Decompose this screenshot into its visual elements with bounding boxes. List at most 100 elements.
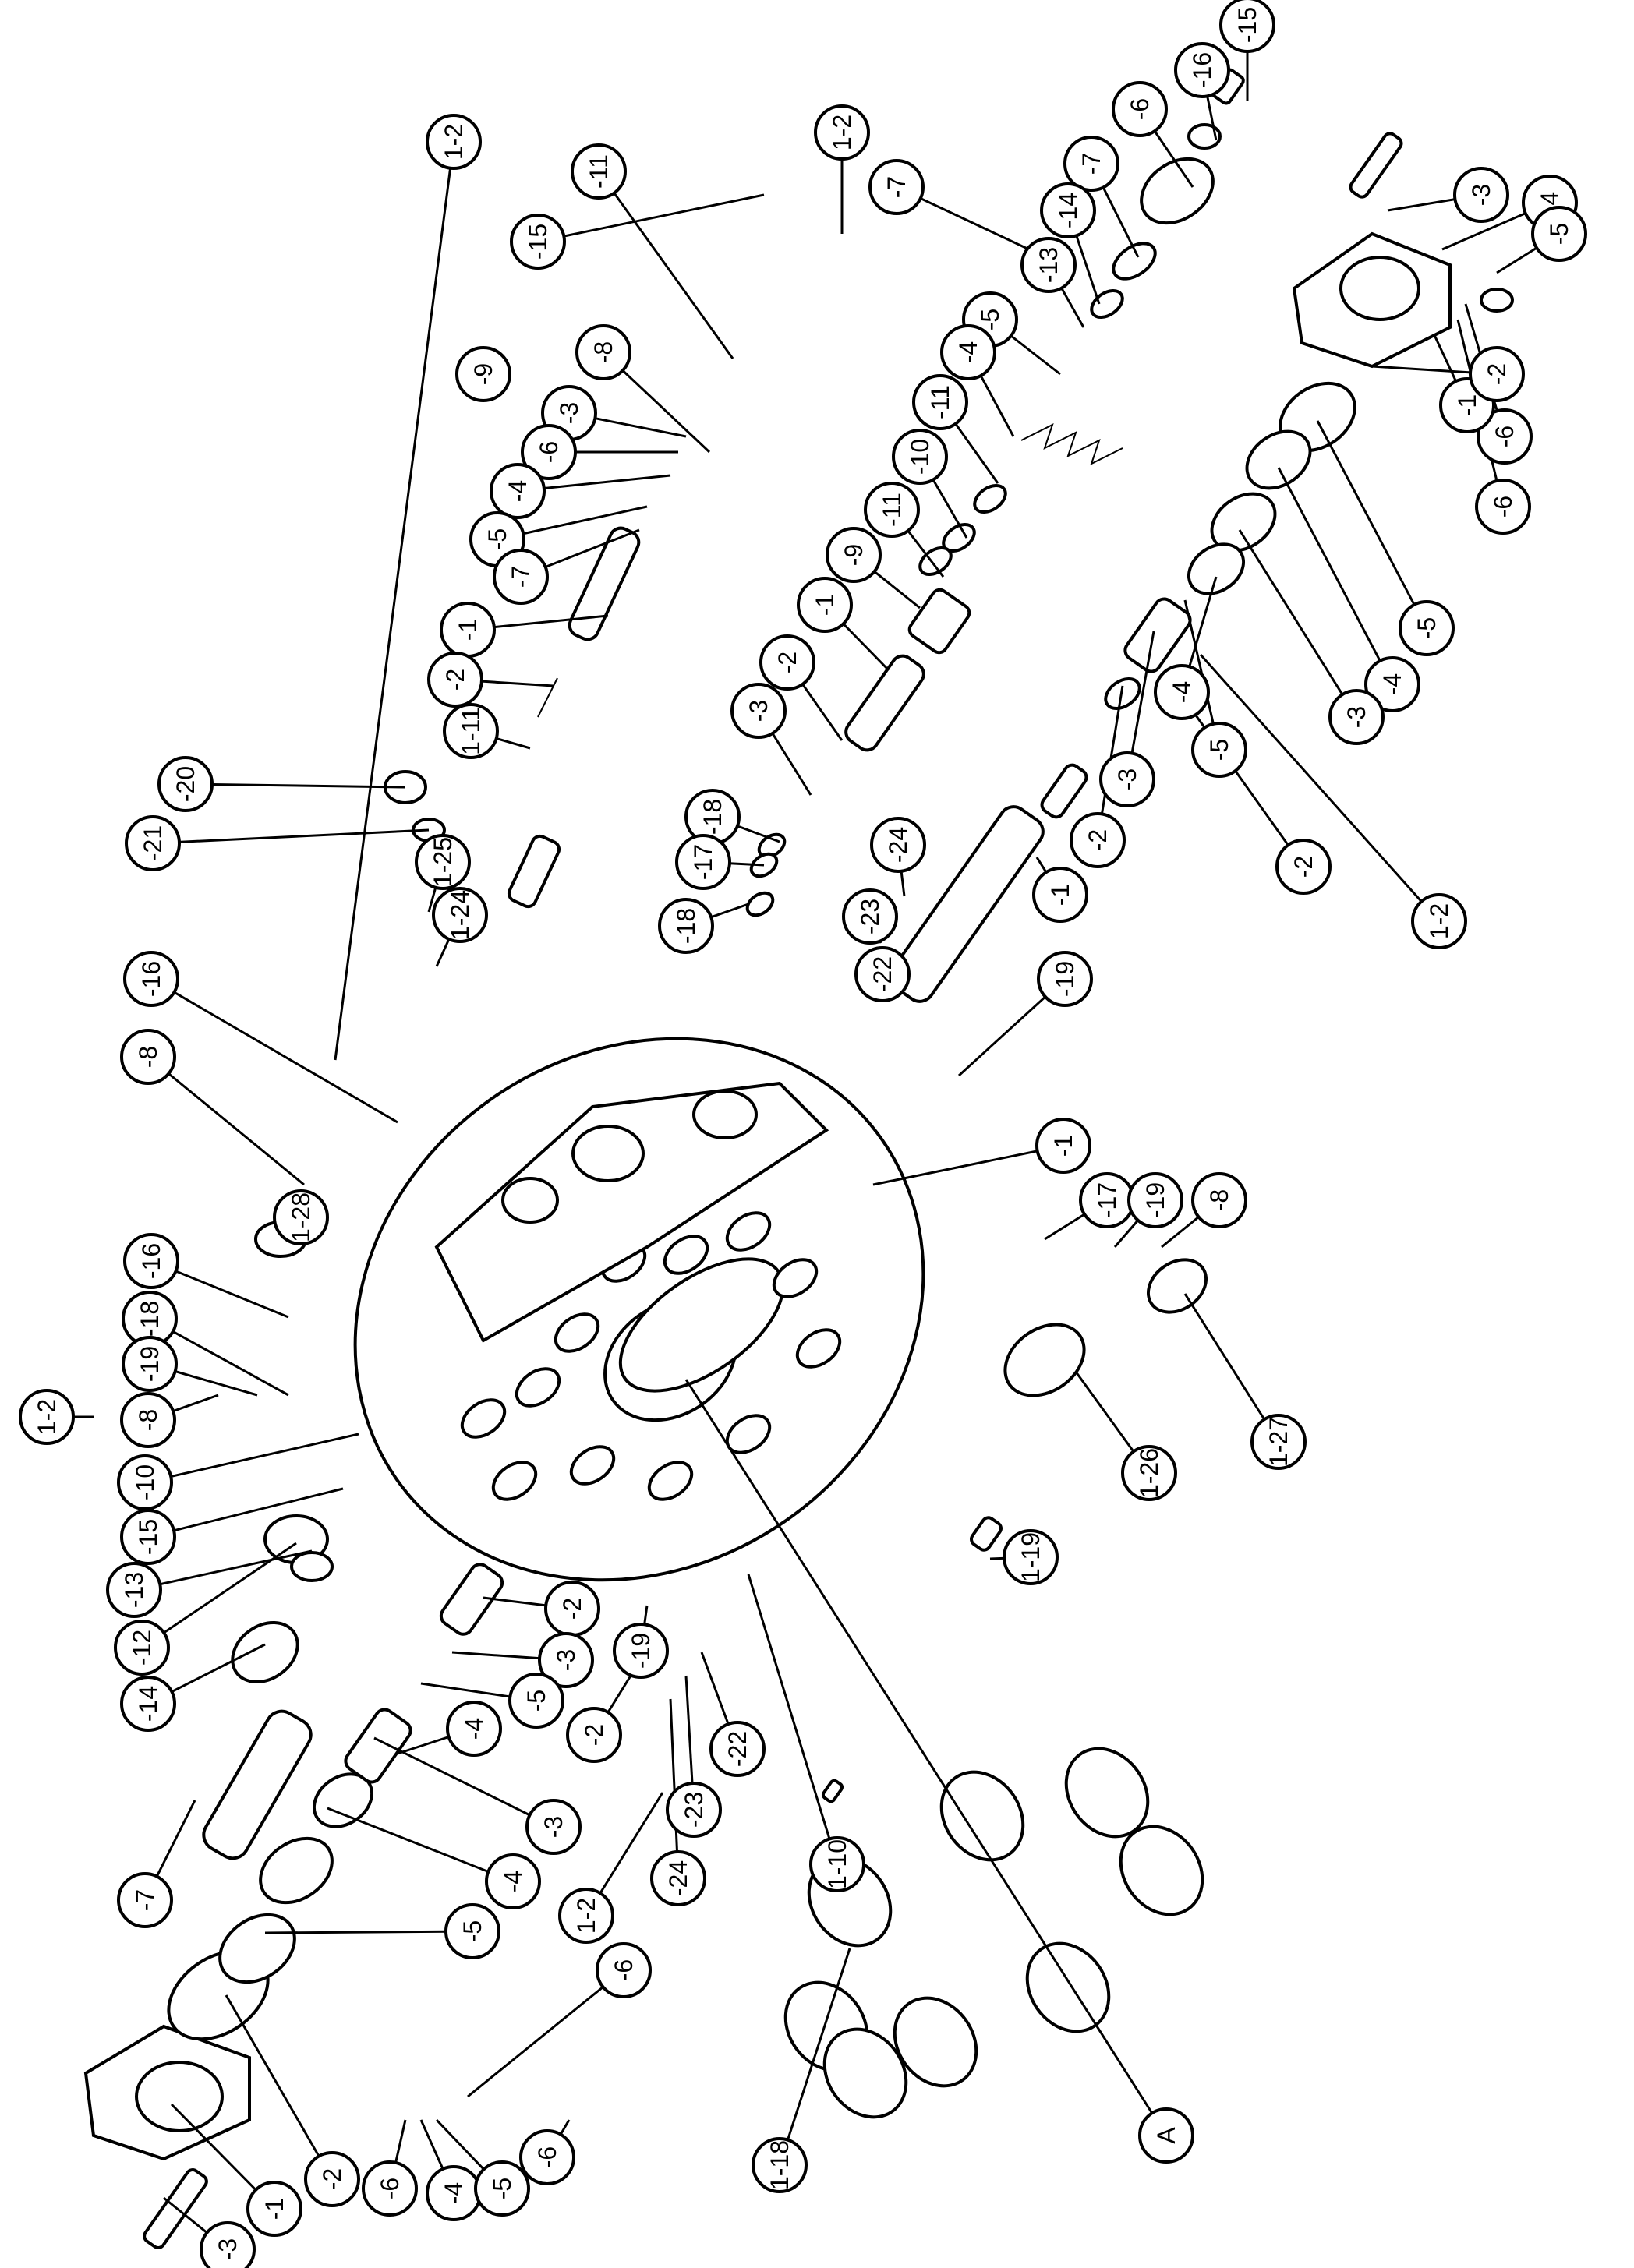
- callout-label: -21: [139, 825, 167, 861]
- callout-label: -3: [539, 1816, 568, 1838]
- callout-bubble: -21: [125, 815, 181, 871]
- callout-label: -5: [458, 1920, 486, 1942]
- callout-bubble: -4: [426, 2165, 482, 2221]
- callout-bubble: -23: [842, 888, 898, 945]
- callout-label: -8: [134, 1046, 162, 1068]
- callout-label: -13: [120, 1572, 148, 1608]
- callout-bubble: -1: [797, 577, 853, 633]
- callout-label: -15: [134, 1519, 162, 1555]
- callout-label: -3: [744, 700, 773, 722]
- callout-bubble: -18: [122, 1291, 178, 1347]
- callout-label: -23: [856, 899, 884, 934]
- right-stack-rings: [1104, 381, 1356, 711]
- callout-bubble: -11: [912, 374, 968, 430]
- callout-label: -7: [131, 1889, 159, 1911]
- callout-label: -5: [1545, 223, 1573, 245]
- spool-center: [889, 763, 1088, 1003]
- callout-label: -11: [878, 493, 906, 527]
- callout-label: -10: [131, 1464, 159, 1500]
- callout-bubble: 1-25: [415, 834, 471, 890]
- callout-bubble: -24: [870, 817, 926, 873]
- callout-label: -4: [954, 341, 982, 363]
- callout-bubble: -6: [596, 1942, 652, 1998]
- leader-line: [225, 1994, 334, 2180]
- callout-label: 1-2: [33, 1399, 61, 1435]
- callout-label: 1-2: [828, 115, 856, 150]
- callout-bubble: 1-28: [273, 1189, 329, 1245]
- leader-line: [1277, 467, 1394, 685]
- callout-label: -6: [610, 1959, 638, 1981]
- callout-label: 1-25: [429, 837, 457, 887]
- callout-label: -24: [664, 1860, 692, 1896]
- callout-label: -18: [672, 908, 700, 944]
- callout-bubble: -2: [566, 1707, 622, 1763]
- callout-bubble: -3: [1328, 689, 1385, 745]
- callout-label: -3: [1342, 706, 1371, 728]
- callout-label: -4: [1378, 673, 1406, 695]
- callout-bubble: -17: [675, 834, 731, 890]
- callout-bubble: 1-27: [1250, 1414, 1307, 1470]
- callout-bubble: -7: [868, 159, 925, 215]
- leader-line: [152, 828, 430, 845]
- callout-bubble: -5: [1531, 206, 1587, 262]
- callout-bubble: -9: [455, 346, 511, 402]
- callout-bubble: -11: [864, 482, 920, 538]
- callout-bubble: -3: [1099, 751, 1155, 807]
- callout-label: -8: [134, 1409, 162, 1431]
- callout-bubble: -2: [1469, 346, 1525, 402]
- callout-label: -6: [1126, 98, 1154, 120]
- callout-label: -22: [868, 956, 897, 992]
- callout-label: -8: [589, 341, 617, 363]
- callout-bubble: -15: [510, 214, 566, 270]
- callout-bubble: 1-10: [809, 1836, 865, 1892]
- callout-bubble: -9: [826, 527, 882, 583]
- callout-label: -11: [926, 385, 954, 419]
- callout-bubble: -1: [246, 2181, 302, 2237]
- leader-line: [1238, 529, 1358, 718]
- part-illustrations: [83, 68, 1514, 2249]
- callout-label: -6: [1489, 496, 1517, 518]
- leader-line: [872, 1144, 1064, 1186]
- callout-label: -2: [558, 1598, 586, 1620]
- callout-label: -22: [723, 1731, 752, 1767]
- valve-body-flange: [353, 1037, 925, 1582]
- callout-label: -5: [483, 528, 511, 550]
- callout-label: -5: [1205, 739, 1233, 761]
- callout-label: -3: [555, 402, 583, 424]
- callout-label: -16: [137, 1243, 165, 1279]
- callout-bubble: -5: [1399, 600, 1455, 656]
- callout-label: -6: [533, 2146, 561, 2168]
- callout-bubble: -16: [123, 951, 179, 1007]
- callout-bubble: -6: [1475, 479, 1531, 535]
- callout-bubble: -17: [1079, 1172, 1135, 1228]
- callout-label: -1: [454, 619, 482, 641]
- callout-bubble: -8: [1191, 1172, 1247, 1228]
- callout-bubble: -6: [1112, 81, 1168, 137]
- callout-label: -20: [172, 766, 200, 802]
- callout-bubble: 1-2: [1411, 893, 1467, 949]
- callout-bubble: -6: [521, 424, 577, 480]
- callout-label: 1-2: [1425, 903, 1453, 939]
- leader-line: [537, 193, 765, 243]
- callout-label: -24: [884, 827, 912, 863]
- flange-bolt-holes: [460, 1211, 842, 1501]
- callout-bubble: -14: [1040, 182, 1096, 238]
- callout-bubble: -2: [1275, 839, 1332, 895]
- cover-upper-right: [1292, 132, 1514, 369]
- callout-bubble: -16: [1174, 42, 1230, 98]
- callout-bubble: -5: [474, 2160, 530, 2217]
- callout-bubble: -6: [519, 2129, 575, 2185]
- callout-bubble: -2: [544, 1581, 600, 1637]
- callout-label: -5: [1413, 617, 1441, 639]
- callout-bubble: 1-11: [443, 703, 499, 759]
- callout-label: -6: [1491, 426, 1519, 447]
- callout-bubble: -13: [1020, 237, 1077, 293]
- callout-bubble: 1-24: [432, 887, 488, 943]
- callout-label: -19: [1141, 1182, 1169, 1218]
- callout-label: -2: [318, 2168, 346, 2190]
- callout-label: 1-27: [1264, 1417, 1293, 1467]
- callout-bubble: -7: [493, 549, 549, 605]
- callout-label: A: [1152, 2127, 1180, 2144]
- leader-line: [147, 1055, 305, 1186]
- callout-label: -17: [689, 844, 717, 880]
